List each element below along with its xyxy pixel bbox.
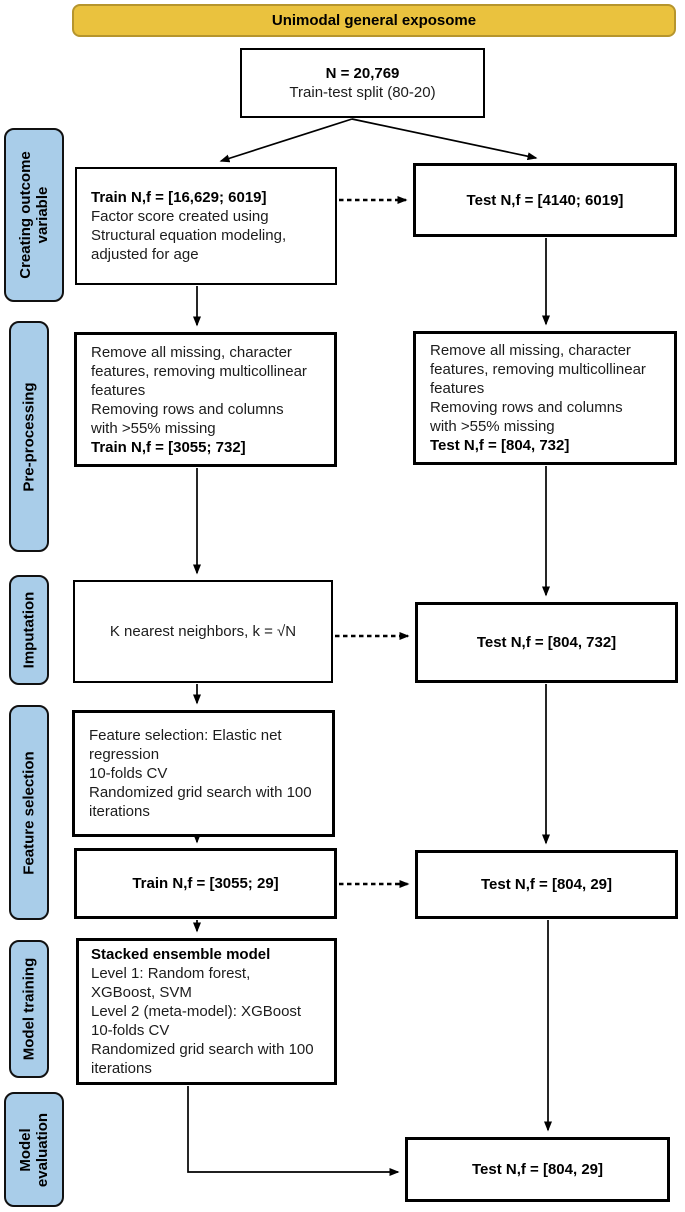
imputation-box: K nearest neighbors, k = √N (73, 580, 333, 683)
stage-pre-processing: Pre-processing (9, 321, 49, 552)
split-box-sub: Train-test split (80-20) (289, 84, 436, 101)
diagram-title-label: Unimodal general exposome (271, 12, 477, 29)
preproc-test-result: Test N,f = [804, 732] (430, 437, 570, 454)
model-training-line: XGBoost, SVM (91, 984, 192, 1001)
train-outcome-box: Train N,f = [16,629; 6019] Factor score … (75, 167, 337, 285)
test-imputed-box: Test N,f = [804, 732] (415, 602, 678, 683)
arrow-split-to-test (351, 118, 538, 161)
stage-pre-processing-label: Pre-processing (20, 381, 38, 492)
split-box: N = 20,769 Train-test split (80-20) (240, 48, 485, 118)
arrow-split-to-train (219, 118, 353, 163)
test-outcome-box: Test N,f = [4140; 6019] (413, 163, 677, 237)
train-outcome-line: Factor score created using (91, 208, 269, 225)
model-training-line: Level 2 (meta-model): XGBoost (91, 1003, 302, 1020)
train-selected-label: Train N,f = [3055; 29] (132, 875, 279, 892)
preproc-test-line: Remove all missing, character (430, 342, 631, 359)
stage-model-training: Model training (9, 940, 49, 1078)
preproc-train-box: Remove all missing, character features, … (74, 332, 337, 467)
feature-selection-line: Feature selection: Elastic net (89, 727, 282, 744)
test-imputed-label: Test N,f = [804, 732] (476, 634, 617, 651)
feature-selection-line: 10-folds CV (89, 765, 168, 782)
preproc-test-line: features (430, 380, 485, 397)
imputation-text: K nearest neighbors, k = √N (109, 623, 297, 640)
model-training-line: Randomized grid search with 100 (91, 1041, 314, 1058)
test-selected-box: Test N,f = [804, 29] (415, 850, 678, 919)
arrow-modeltrain-to-testfinal (187, 1086, 400, 1176)
test-final-label: Test N,f = [804, 29] (471, 1161, 604, 1178)
stage-feature-selection: Feature selection (9, 705, 49, 920)
preproc-test-line: features, removing multicollinear (430, 361, 646, 378)
model-training-line: 10-folds CV (91, 1022, 170, 1039)
train-outcome-line: Structural equation modeling, (91, 227, 287, 244)
stage-imputation: Imputation (9, 575, 49, 685)
test-outcome-label: Test N,f = [4140; 6019] (466, 191, 624, 209)
preproc-test-line: with >55% missing (430, 418, 555, 435)
stage-model-evaluation-label: Model evaluation (17, 1112, 51, 1187)
train-outcome-heading: Train N,f = [16,629; 6019] (91, 189, 267, 206)
test-final-box: Test N,f = [804, 29] (405, 1137, 670, 1202)
preproc-train-line: Removing rows and columns (91, 400, 284, 418)
stage-creating-outcome: Creating outcome variable (4, 128, 64, 302)
preproc-train-result: Train N,f = [3055; 732] (91, 438, 246, 456)
preproc-test-line: Removing rows and columns (430, 399, 623, 416)
feature-selection-box: Feature selection: Elastic net regressio… (72, 710, 335, 837)
stage-feature-selection-label: Feature selection (20, 750, 38, 875)
diagram-title: Unimodal general exposome (72, 4, 676, 37)
test-selected-label: Test N,f = [804, 29] (480, 876, 613, 893)
model-training-line: Level 1: Random forest, (91, 965, 251, 982)
stage-model-evaluation: Model evaluation (4, 1092, 64, 1207)
feature-selection-line: regression (89, 746, 160, 763)
feature-selection-line: Randomized grid search with 100 (89, 784, 312, 801)
preproc-train-line: features, removing multicollinear (91, 362, 307, 380)
model-training-box: Stacked ensemble model Level 1: Random f… (76, 938, 337, 1085)
preproc-test-box: Remove all missing, character features, … (413, 331, 677, 465)
split-box-n: N = 20,769 (325, 65, 400, 82)
train-selected-box: Train N,f = [3055; 29] (74, 848, 337, 919)
model-training-line: iterations (91, 1060, 152, 1077)
feature-selection-line: iterations (89, 803, 150, 820)
preproc-train-line: Remove all missing, character (91, 343, 292, 361)
preproc-train-line: features (91, 381, 146, 399)
stage-model-training-label: Model training (20, 957, 38, 1061)
train-outcome-line: adjusted for age (91, 246, 199, 263)
model-training-heading: Stacked ensemble model (91, 946, 271, 963)
preproc-train-line: with >55% missing (91, 419, 216, 437)
stage-creating-outcome-label: Creating outcome variable (17, 151, 51, 279)
stage-imputation-label: Imputation (20, 591, 38, 669)
